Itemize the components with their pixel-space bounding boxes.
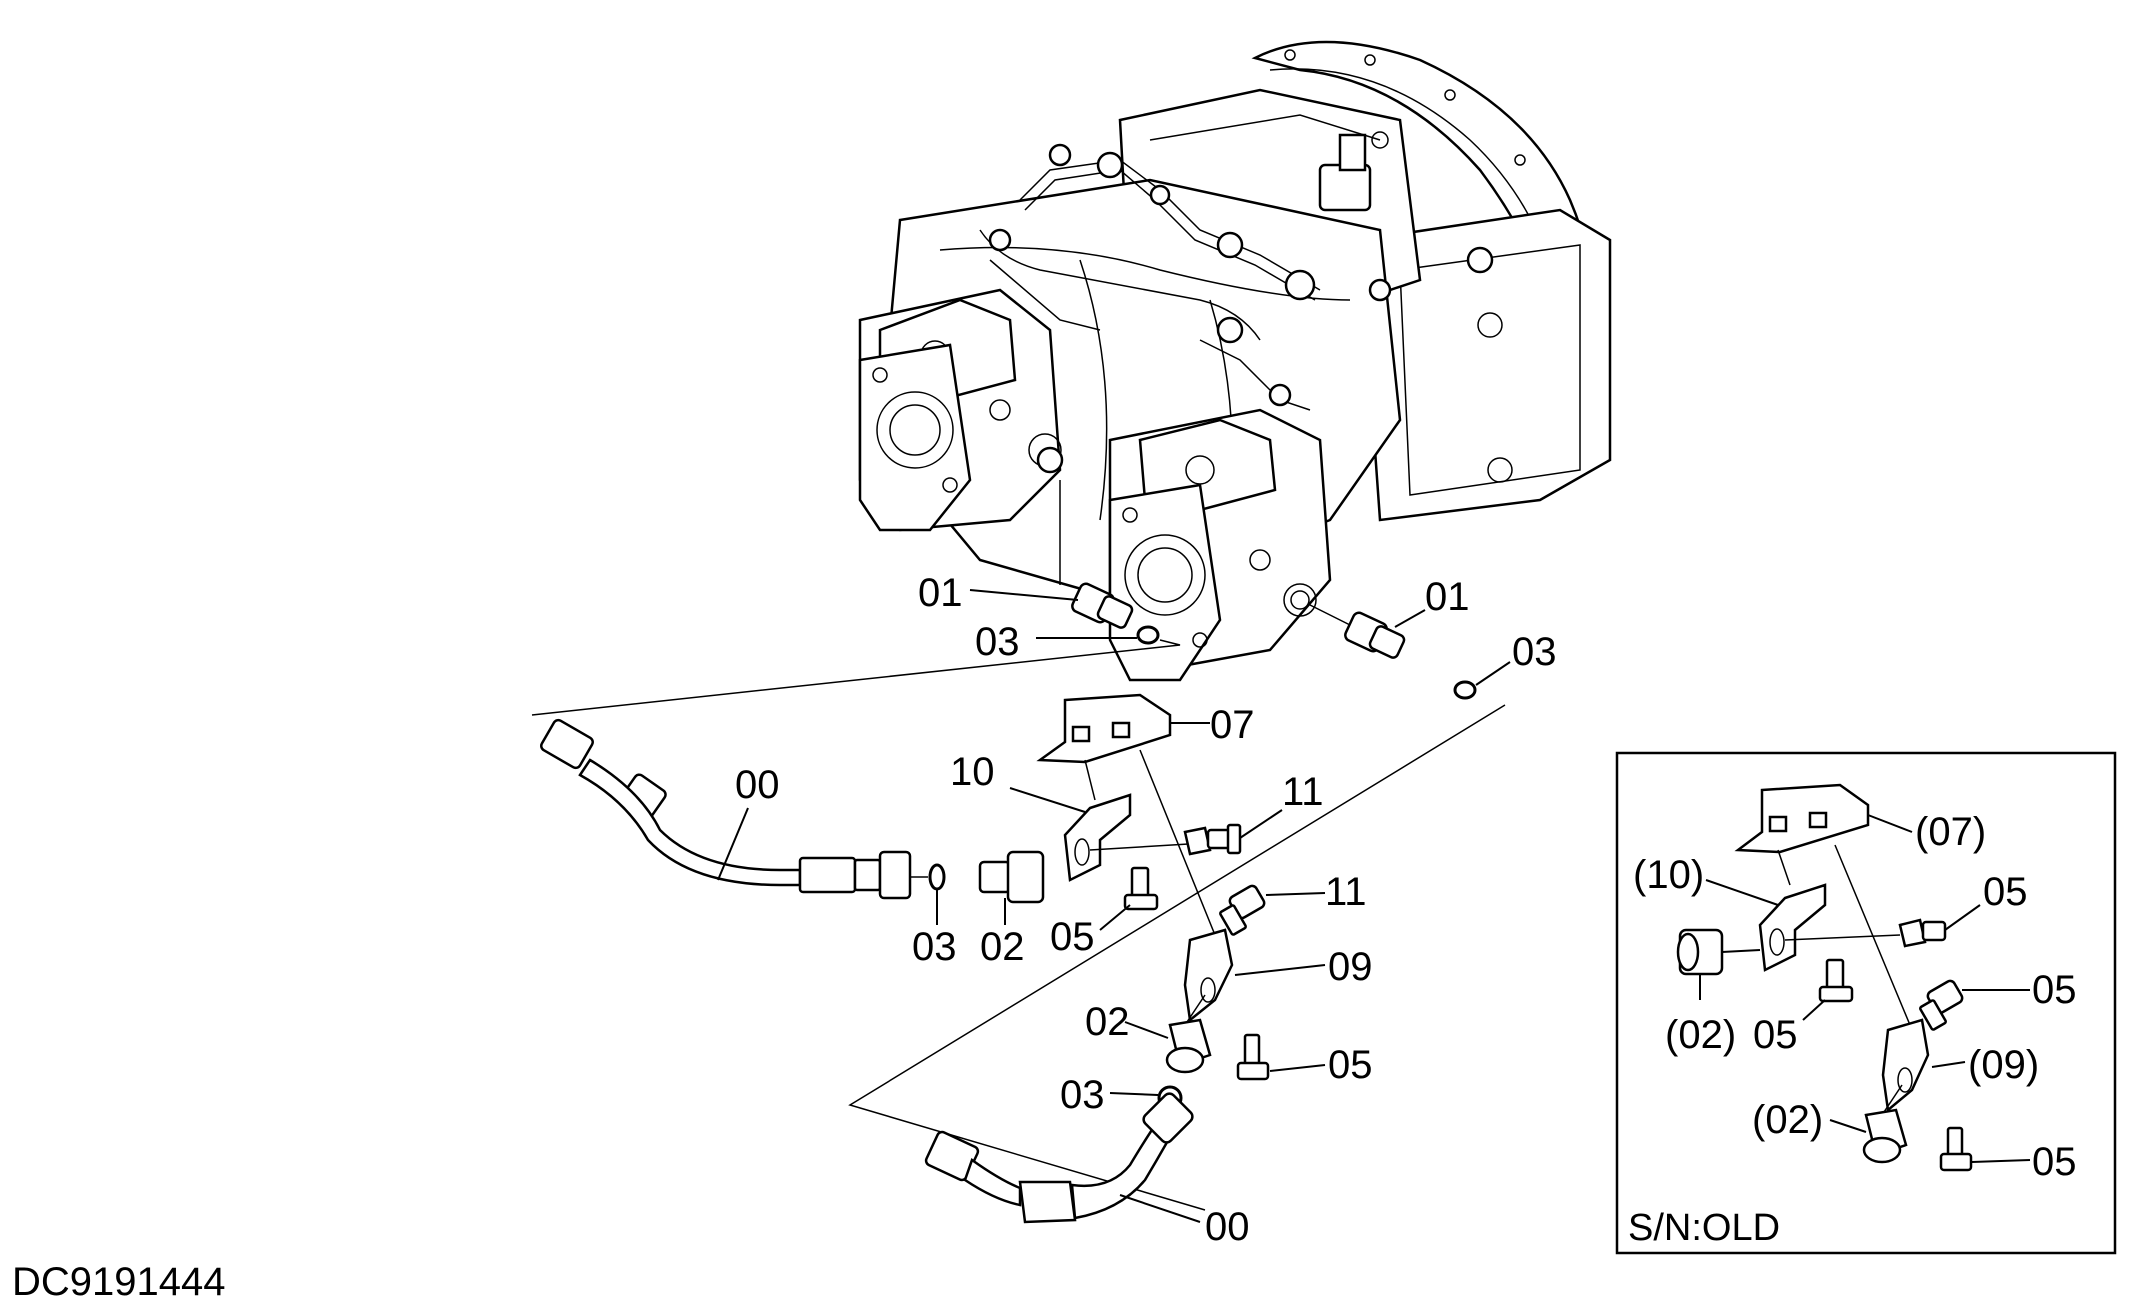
inset-callout-05-c: 05: [1753, 1013, 1798, 1057]
inset-callout-02-b: (02): [1752, 1098, 1823, 1142]
callout-11-top: 11: [1282, 770, 1324, 814]
callout-10: 10: [950, 750, 995, 794]
callout-11-mid: 11: [1325, 870, 1367, 914]
callout-07: 07: [1210, 703, 1255, 747]
callout-labels: 01 03 01 03 07 00 10 11 11 03 02 05 09 0…: [735, 571, 1557, 1249]
bolt-05-lower: [1236, 1033, 1270, 1081]
inset-callout-10: (10): [1633, 853, 1704, 897]
inset-old-serial: (07) (10) 05 05 (02) 05 (09) (02) 05 S/N…: [1615, 751, 2117, 1255]
callout-05-lower: 05: [1328, 1043, 1373, 1087]
hose-00-lower: [924, 1092, 1194, 1224]
bolt-11-mid: [1219, 884, 1266, 936]
callout-03-right: 03: [1512, 630, 1557, 674]
bolt-05-bracket: [1123, 866, 1159, 911]
callout-03-lower: 03: [1060, 1073, 1105, 1117]
connector-01-right: [1344, 611, 1406, 659]
callout-01-left: 01: [918, 571, 963, 615]
callout-02-lower: 02: [1085, 1000, 1130, 1044]
diagram-code: DC9191444: [12, 1260, 226, 1304]
inset-frame: [1615, 751, 2117, 1255]
bolt-11-top: [1183, 823, 1242, 856]
callout-00-bottom: 00: [1205, 1205, 1250, 1249]
callout-03-hose: 03: [912, 925, 957, 969]
callout-03-left: 03: [975, 620, 1020, 664]
hydraulic-pump-assembly: [858, 40, 1612, 682]
inset-title: S/N:OLD: [1628, 1207, 1780, 1249]
nipple-02-hose: [978, 850, 1045, 904]
callout-00-top: 00: [735, 763, 780, 807]
inset-callout-09: (09): [1968, 1043, 2039, 1087]
nipple-02-lower: [1165, 1018, 1212, 1074]
callout-05-bracket: 05: [1050, 915, 1095, 959]
callout-09: 09: [1328, 945, 1373, 989]
callout-01-right: 01: [1425, 575, 1470, 619]
hose-00-upper: [540, 718, 912, 900]
bracket-07: [1036, 693, 1172, 764]
bracket-10: [1063, 793, 1132, 882]
fittings-and-leaders: [531, 480, 1511, 1224]
bracket-09: [1183, 928, 1234, 1023]
callout-02-hose: 02: [980, 925, 1025, 969]
inset-callout-02-a: (02): [1665, 1013, 1736, 1057]
inset-callout-05-d: 05: [2032, 1140, 2077, 1184]
inset-callout-05-a: 05: [1983, 870, 2028, 914]
connector-01-left: [1071, 582, 1134, 629]
inset-callout-07: (07): [1915, 810, 1986, 854]
inset-callout-05-b: 05: [2032, 968, 2077, 1012]
